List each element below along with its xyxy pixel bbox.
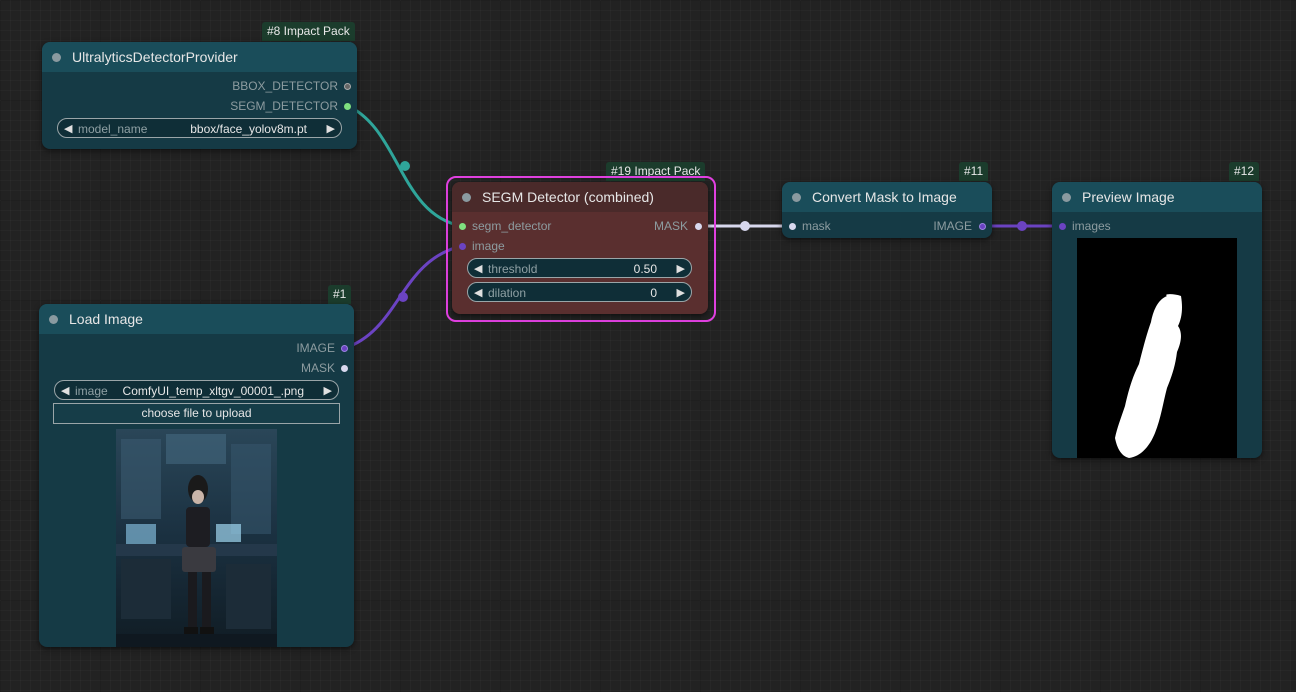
input-segm-detector[interactable]: segm_detector xyxy=(472,216,551,236)
selection-outline xyxy=(446,176,716,322)
node-badge: #11 xyxy=(959,162,989,181)
node-title-bar[interactable]: Convert Mask to Image xyxy=(782,182,992,212)
right-arrow-icon[interactable]: ▶ xyxy=(676,287,685,299)
collapse-dot-icon[interactable] xyxy=(792,193,801,202)
widget-label: dilation xyxy=(488,286,527,300)
output-slot-dot-icon[interactable] xyxy=(695,223,702,230)
output-bbox-detector[interactable]: BBOX_DETECTOR xyxy=(232,76,338,96)
output-label: MASK xyxy=(653,219,688,233)
loaded-image-thumbnail xyxy=(116,429,277,647)
widget-value: bbox/face_yolov8m.pt xyxy=(190,122,307,136)
left-arrow-icon[interactable]: ◀ xyxy=(64,123,73,135)
input-label: mask xyxy=(802,219,831,233)
collapse-dot-icon[interactable] xyxy=(49,315,58,324)
choose-file-button[interactable]: choose file to upload xyxy=(53,403,340,424)
output-label: IMAGE xyxy=(933,219,972,233)
link-segm-detector xyxy=(347,104,463,228)
input-label: image xyxy=(472,239,505,253)
node-title: Preview Image xyxy=(1082,189,1175,205)
node-title: Load Image xyxy=(69,311,143,327)
widget-value: 0 xyxy=(650,286,657,300)
output-label: BBOX_DETECTOR xyxy=(232,79,338,93)
output-image[interactable]: IMAGE xyxy=(296,338,335,358)
input-images[interactable]: images xyxy=(1072,216,1111,236)
widget-value: ComfyUI_temp_xltgv_00001_.png xyxy=(122,384,304,398)
node-badge: #8 Impact Pack xyxy=(262,22,355,41)
model-name-combo[interactable]: ◀ model_name bbox/face_yolov8m.pt ▶ xyxy=(57,118,342,138)
right-arrow-icon[interactable]: ▶ xyxy=(323,385,332,397)
link-segm-midpoint xyxy=(400,161,410,171)
right-arrow-icon[interactable]: ▶ xyxy=(326,123,335,135)
input-image[interactable]: image xyxy=(472,236,505,256)
node-title-bar[interactable]: Preview Image xyxy=(1052,182,1262,212)
node-badge: #12 xyxy=(1229,162,1260,181)
collapse-dot-icon[interactable] xyxy=(1062,193,1071,202)
right-arrow-icon[interactable]: ▶ xyxy=(676,263,685,275)
node-badge: #1 xyxy=(328,285,352,304)
preview-mask-image xyxy=(1077,238,1237,458)
widget-label: model_name xyxy=(78,122,148,136)
link-preview-midpoint xyxy=(1017,221,1027,231)
input-slot-dot-icon[interactable] xyxy=(1059,223,1066,230)
link-mask-midpoint xyxy=(740,221,750,231)
threshold-slider[interactable]: ◀ threshold 0.50 ▶ xyxy=(467,258,692,278)
node-convert-mask-to-image[interactable]: Convert Mask to Image mask IMAGE xyxy=(782,182,992,238)
output-slot-dot-icon[interactable] xyxy=(341,365,348,372)
node-load-image[interactable]: Load Image IMAGE MASK ◀ image ComfyUI_te… xyxy=(39,304,354,647)
node-segm-detector[interactable]: SEGM Detector (combined) segm_detector i… xyxy=(452,182,708,314)
link-image-midpoint xyxy=(398,292,408,302)
input-mask[interactable]: mask xyxy=(802,216,831,236)
node-title: UltralyticsDetectorProvider xyxy=(72,49,238,65)
input-label: segm_detector xyxy=(472,219,552,233)
output-image[interactable]: IMAGE xyxy=(933,216,972,236)
node-ultralytics-detector-provider[interactable]: UltralyticsDetectorProvider BBOX_DETECTO… xyxy=(42,42,357,149)
output-label: SEGM_DETECTOR xyxy=(230,99,338,113)
input-slot-dot-icon[interactable] xyxy=(459,223,466,230)
output-slot-dot-icon[interactable] xyxy=(344,103,351,110)
output-mask[interactable]: MASK xyxy=(301,358,335,378)
node-title: SEGM Detector (combined) xyxy=(482,189,654,205)
collapse-dot-icon[interactable] xyxy=(52,53,61,62)
input-slot-dot-icon[interactable] xyxy=(459,243,466,250)
mask-silhouette xyxy=(1115,294,1182,458)
output-slot-dot-icon[interactable] xyxy=(341,345,348,352)
node-title-bar[interactable]: Load Image xyxy=(39,304,354,334)
input-slot-dot-icon[interactable] xyxy=(789,223,796,230)
room-scene-image xyxy=(116,429,277,647)
widget-value: 0.50 xyxy=(633,262,657,276)
left-arrow-icon[interactable]: ◀ xyxy=(61,385,70,397)
widget-label: threshold xyxy=(488,262,538,276)
output-segm-detector[interactable]: SEGM_DETECTOR xyxy=(230,96,338,116)
output-label: IMAGE xyxy=(296,341,335,355)
input-label: images xyxy=(1072,219,1111,233)
output-mask[interactable]: MASK xyxy=(654,216,688,236)
output-slot-dot-icon[interactable] xyxy=(979,223,986,230)
output-slot-dot-icon[interactable] xyxy=(344,83,351,90)
left-arrow-icon[interactable]: ◀ xyxy=(474,287,483,299)
dilation-slider[interactable]: ◀ dilation 0 ▶ xyxy=(467,282,692,302)
output-label: MASK xyxy=(300,361,335,375)
node-title-bar[interactable]: SEGM Detector (combined) xyxy=(452,182,708,212)
node-title-bar[interactable]: UltralyticsDetectorProvider xyxy=(42,42,357,72)
left-arrow-icon[interactable]: ◀ xyxy=(474,263,483,275)
node-title: Convert Mask to Image xyxy=(812,189,957,205)
node-preview-image[interactable]: Preview Image images xyxy=(1052,182,1262,458)
widget-label: image xyxy=(75,384,108,398)
image-combo[interactable]: ◀ image ComfyUI_temp_xltgv_00001_.png ▶ xyxy=(54,380,339,400)
collapse-dot-icon[interactable] xyxy=(462,193,471,202)
